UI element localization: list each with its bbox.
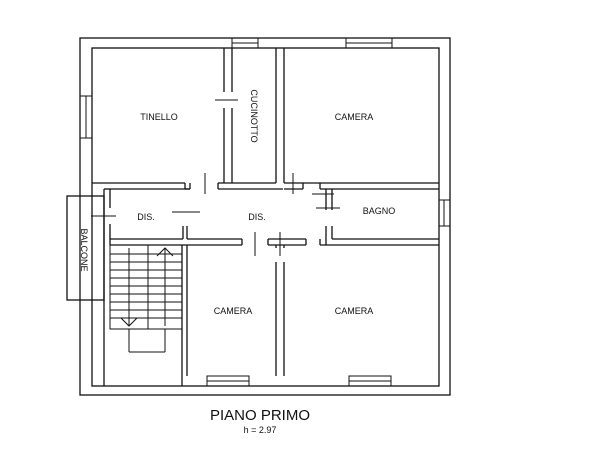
staircase [109,244,183,353]
room-label-camera-top: CAMERA [335,112,374,122]
balcony [66,195,105,301]
room-label-balcone: BALCONE [79,228,89,271]
room-label-tinello: TINELLO [140,112,178,122]
room-labels: TINELLO CUCINOTTO CAMERA DIS. DIS. BAGNO… [79,89,395,316]
windows [79,37,451,387]
room-label-camera-bottom-left: CAMERA [214,306,253,316]
room-label-camera-bottom-right: CAMERA [335,306,374,316]
plan-title-height: h = 2.97 [244,425,277,435]
room-label-dis-center: DIS. [248,212,266,222]
doors [91,99,340,256]
room-label-bagno: BAGNO [363,206,396,216]
plan-title: PIANO PRIMO h = 2.97 [210,407,310,435]
room-label-cucinotto: CUCINOTTO [249,89,259,142]
room-label-dis-left: DIS. [137,212,155,222]
plan-title-main: PIANO PRIMO [210,407,310,424]
